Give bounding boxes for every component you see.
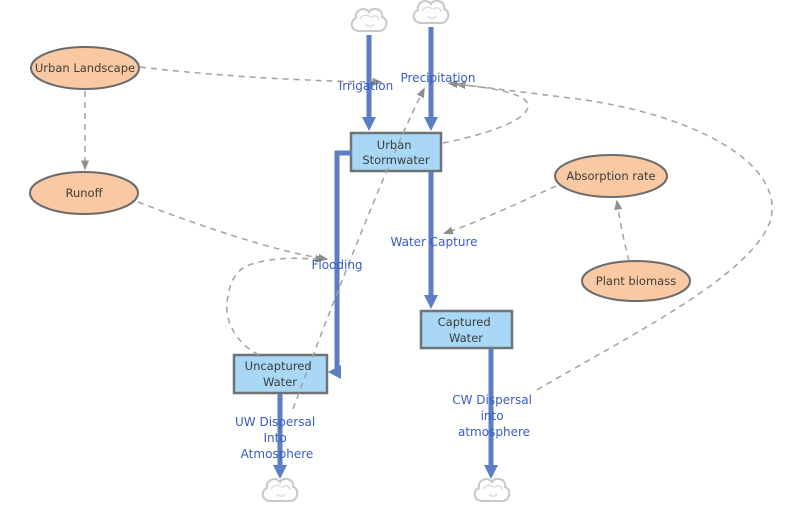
connector-cw-dispersal-to-precipitation[interactable] (455, 81, 773, 391)
cloud-source-irrigation[interactable] (350, 7, 388, 32)
flow-pipe-flooding[interactable] (328, 150, 352, 379)
connector-absorption-rate-to-water-capture[interactable] (442, 185, 557, 235)
flow-label-water-capture[interactable]: Water Capture (391, 235, 478, 249)
flow-pipe-precipitation[interactable] (424, 27, 438, 131)
connector-plant-biomass-to-absorption-rate[interactable] (614, 199, 630, 262)
stock-label-uncaptured-water: Uncaptured Water (245, 359, 316, 389)
variable-label-plant-biomass: Plant biomass (596, 274, 676, 288)
connector-urban-landscape-to-irrigation[interactable] (139, 66, 383, 86)
variable-label-urban-landscape: Urban Landscape (35, 61, 135, 75)
stock-urban-stormwater[interactable] (349, 131, 443, 173)
variable-urban-landscape[interactable] (30, 46, 140, 90)
flow-arrowhead (273, 465, 287, 479)
cloud-sink-uw-dispersal[interactable] (261, 477, 299, 502)
flow-pipe-uw-dispersal[interactable] (273, 394, 287, 479)
connector-uncaptured-water-to-flooding[interactable] (226, 254, 326, 356)
flow-arrowhead (328, 365, 341, 379)
stock-label-captured-water: Captured Water (438, 315, 495, 345)
flow-label-flooding[interactable]: Flooding (311, 258, 362, 272)
flow-label-irrigation[interactable]: Irrigation (339, 79, 394, 93)
cloud-source-precipitation[interactable] (412, 0, 450, 24)
flow-pipe-cw-dispersal[interactable] (484, 349, 498, 479)
cloud-sink-cw-dispersal[interactable] (473, 477, 511, 502)
flow-arrowhead (484, 465, 498, 479)
connector-uw-dispersal-to-precipitation[interactable] (292, 87, 425, 410)
stock-label-urban-stormwater: Urban Stormwater (362, 138, 430, 167)
flow-label-cw-dispersal[interactable]: CW Dispersal into atmosphere (452, 393, 536, 439)
connector-urban-stormwater-to-precipitation[interactable] (442, 80, 529, 144)
variable-absorption-rate[interactable] (554, 154, 668, 198)
variable-runoff[interactable] (29, 171, 139, 215)
flow-label-precipitation[interactable]: Precipitation (400, 71, 475, 85)
stock-uncaptured-water[interactable] (232, 353, 329, 395)
flow-pipe-water-capture[interactable] (424, 172, 438, 309)
flow-pipe-irrigation[interactable] (362, 35, 376, 131)
variable-label-absorption-rate: Absorption rate (566, 169, 655, 183)
variable-plant-biomass[interactable] (581, 260, 691, 302)
variable-label-runoff: Runoff (65, 186, 103, 200)
connector-runoff-to-flooding[interactable] (137, 201, 329, 262)
stock-captured-water[interactable] (419, 309, 514, 350)
flow-arrowhead (424, 295, 438, 309)
flow-arrowhead (362, 117, 376, 131)
flow-label-uw-dispersal[interactable]: UW Dispersal Into Atmosphere (235, 415, 319, 461)
flow-arrowhead (424, 117, 438, 131)
